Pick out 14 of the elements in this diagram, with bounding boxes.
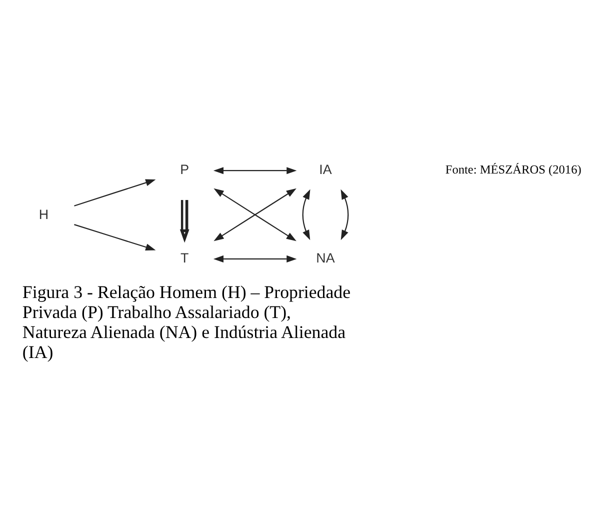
arrow	[340, 189, 349, 240]
node-text: P	[180, 162, 190, 178]
arrow	[213, 167, 297, 174]
arrow	[302, 189, 310, 240]
node-text: H	[38, 206, 49, 222]
arrow	[213, 255, 297, 262]
caption: Figura 3 - Relação Homem (H) – Propriedade Privada (P) Trabalho Assalariado (T), Natureza Alienada (NA) e Indústria Alienada (IA)	[22, 282, 351, 362]
arrow	[74, 224, 156, 251]
label: Fonte: MÉSZÁROS (2016)	[445, 162, 582, 177]
arrow	[214, 188, 296, 242]
arrow	[74, 179, 156, 206]
node-text: NA	[316, 250, 335, 266]
node-text: IA	[319, 162, 332, 178]
node-text: T	[180, 250, 189, 266]
